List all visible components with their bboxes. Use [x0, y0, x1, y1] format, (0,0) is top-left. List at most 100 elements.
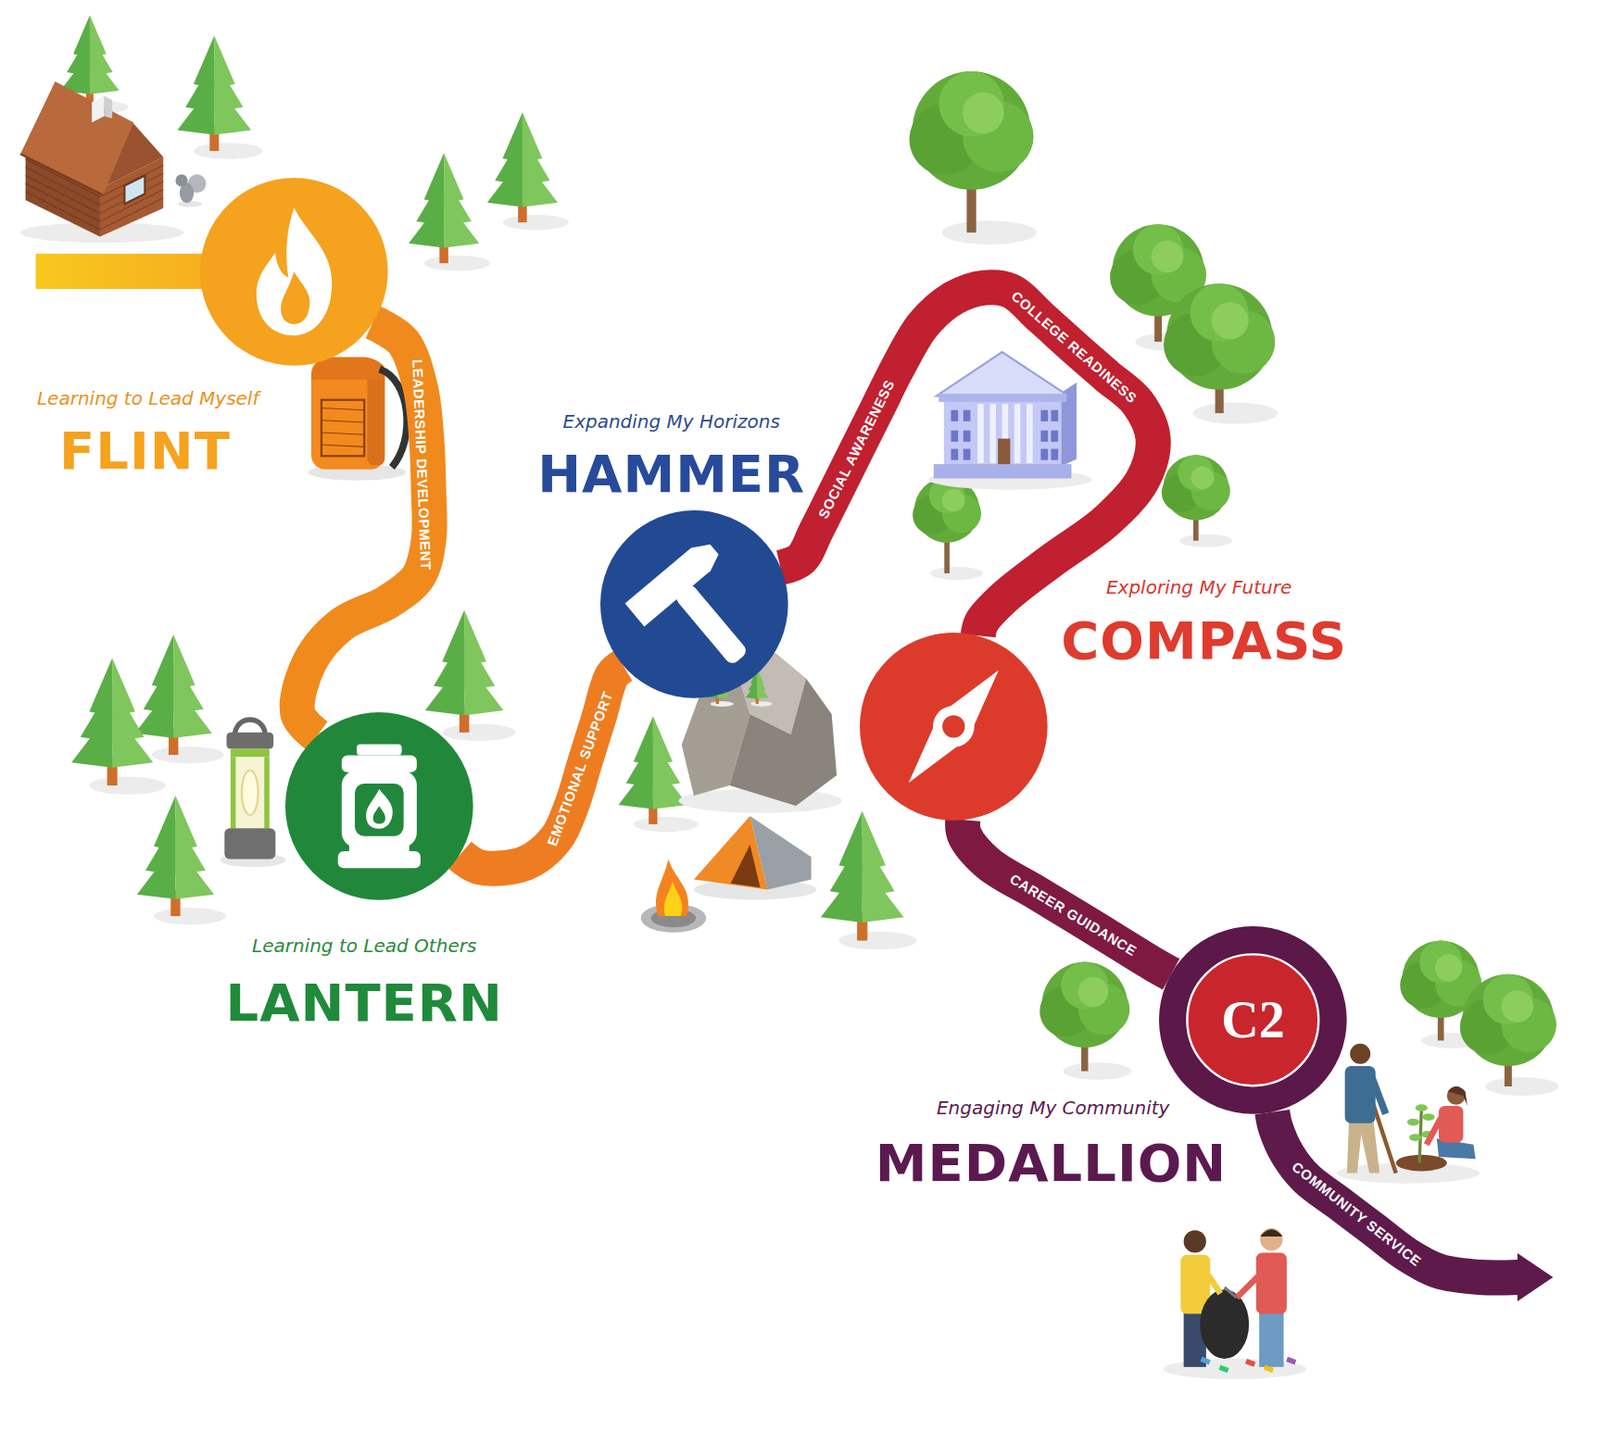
- pine-tier: [175, 795, 197, 852]
- rock-face: [730, 678, 838, 807]
- pine-tier: [153, 795, 176, 852]
- pine-tier: [633, 716, 654, 767]
- station-circle: [600, 510, 789, 699]
- building-steps: [933, 464, 1072, 479]
- lantern-frame: [230, 756, 237, 829]
- hammer-icon: [624, 537, 779, 693]
- building-body: [944, 392, 1062, 467]
- tree-shadow: [930, 566, 983, 580]
- pine-tier: [653, 716, 673, 767]
- building-window: [963, 449, 971, 461]
- tree-shadow: [503, 214, 569, 231]
- person-head: [1349, 1044, 1371, 1065]
- cabin-log: [25, 183, 101, 222]
- pine-tier: [503, 112, 523, 164]
- band-label: SOCIAL AWARENESS: [811, 372, 903, 528]
- station-node: Expanding My HorizonsHAMMER: [600, 510, 789, 699]
- lantern-glass: [230, 756, 270, 829]
- litter-piece: [1263, 1365, 1274, 1374]
- cabin-chimney: [91, 96, 104, 124]
- station-subtitle: Expanding My Horizons: [563, 410, 781, 432]
- building-window: [951, 449, 959, 461]
- litter-piece: [1285, 1357, 1297, 1366]
- tree-shadow: [633, 817, 699, 832]
- lantern-frame: [264, 756, 270, 829]
- station-subtitle: Learning to Lead Others: [251, 934, 477, 957]
- tree-crown: [1483, 974, 1535, 1026]
- person-torso: [1345, 1066, 1376, 1124]
- station-disc: [859, 632, 1048, 821]
- squirrel-head: [175, 174, 188, 187]
- building-window: [1040, 430, 1048, 442]
- hammer-icon-handle: [673, 582, 749, 667]
- pine-tree: [487, 112, 569, 230]
- pine-tree: [425, 610, 517, 742]
- station-disc: [600, 510, 789, 699]
- people-planting: [1336, 1044, 1480, 1185]
- lantern-bulb: [241, 770, 259, 816]
- pine-tree: [408, 152, 491, 271]
- compass-icon-needle: [908, 669, 999, 783]
- lantern-icon: [356, 743, 403, 756]
- path-band: [780, 287, 1153, 636]
- building-column: [1026, 403, 1034, 464]
- cabin-chimney: [103, 96, 113, 119]
- tree-shadow: [193, 142, 264, 159]
- fire-flame: [664, 881, 682, 917]
- building-window: [1050, 410, 1059, 422]
- illustration: [20, 15, 1559, 1381]
- litter-piece: [1200, 1357, 1211, 1366]
- pine-tier: [112, 657, 136, 717]
- soil-mound: [1396, 1155, 1448, 1172]
- station-subtitle: Learning to Lead Myself: [37, 387, 260, 409]
- station-circle: [859, 632, 1048, 821]
- station-node: Exploring My FutureCOMPASS: [859, 632, 1048, 821]
- person-legs: [1347, 1120, 1380, 1173]
- backpack: [308, 356, 408, 480]
- round-tree: [1161, 454, 1233, 548]
- tree-shadow: [441, 724, 516, 743]
- lantern-icon-flame: [366, 789, 394, 830]
- cabin-eave: [20, 153, 103, 195]
- pine-tier: [424, 152, 444, 204]
- building-window: [963, 410, 971, 422]
- pine-tier: [839, 811, 863, 871]
- pine-tree: [137, 795, 227, 925]
- building-window: [951, 430, 959, 442]
- tree-crown: [1133, 224, 1185, 276]
- building-column: [1014, 403, 1021, 464]
- station-circle: [200, 177, 389, 366]
- tent-front: [693, 816, 768, 890]
- tree-shadow: [750, 701, 772, 706]
- building-column: [989, 403, 996, 464]
- station-disc: [285, 712, 474, 901]
- tree-highlight: [1078, 977, 1109, 1008]
- tree-crown: [1419, 940, 1462, 983]
- tree-shadow: [151, 746, 225, 764]
- station-node: Learning to Lead MyselfFLINT: [200, 177, 389, 366]
- tree-shadow: [153, 907, 227, 925]
- pine-tier: [862, 811, 886, 871]
- pine-tier: [88, 657, 113, 717]
- pine-tier: [89, 15, 107, 59]
- backpack-pocket: [321, 400, 365, 457]
- lantern-icon-flame-core: [373, 806, 386, 824]
- cabin-roof: [20, 81, 134, 195]
- exit-band: [1272, 1112, 1519, 1279]
- building-window: [963, 430, 971, 442]
- tree-crown: [1060, 962, 1109, 1010]
- tent: [693, 816, 817, 900]
- path-band: [962, 819, 1172, 975]
- tree-shadow: [424, 255, 491, 272]
- pine-tier: [173, 634, 195, 691]
- tree-shadow: [1485, 1077, 1559, 1097]
- tree-shadow: [1179, 534, 1232, 548]
- person-arm: [1371, 1076, 1386, 1115]
- building-window: [951, 410, 959, 422]
- trash-bag: [1199, 1289, 1249, 1360]
- building-column: [977, 403, 984, 464]
- station-title: COMPASS: [1060, 610, 1348, 670]
- tree-shadow: [839, 932, 918, 951]
- backpack-mesh: [321, 432, 365, 435]
